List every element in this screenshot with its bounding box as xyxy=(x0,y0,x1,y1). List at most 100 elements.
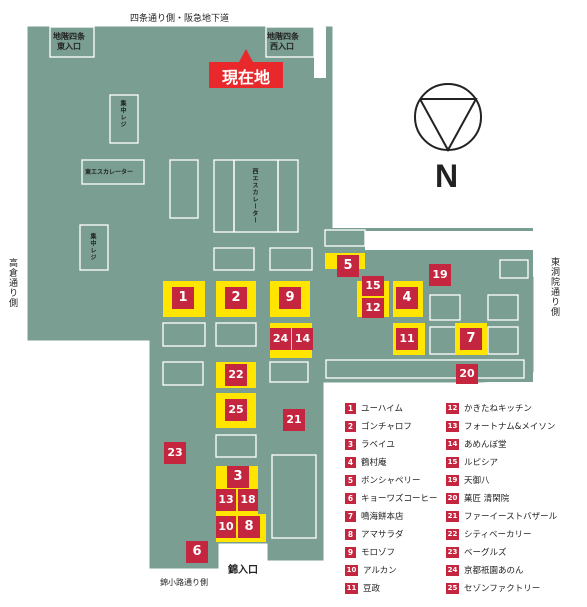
legend-name: シティベーカリー xyxy=(464,530,532,540)
legend-num: 13 xyxy=(446,420,459,432)
marker-9[interactable]: 9 xyxy=(279,287,301,309)
marker-8[interactable]: 8 xyxy=(238,516,260,538)
marker-num: 1 xyxy=(178,290,188,305)
marker-num: 23 xyxy=(167,446,183,459)
legend-item-1[interactable]: 1 ユーハイム xyxy=(345,401,403,415)
legend-num: 6 xyxy=(345,492,356,504)
legend-name: モロゾフ xyxy=(361,548,396,558)
marker-num: 5 xyxy=(343,258,353,273)
legend-num: 25 xyxy=(446,582,459,594)
legend-num: 12 xyxy=(446,402,459,414)
legend-name: フォートナム&メイソン xyxy=(464,422,556,432)
marker-4[interactable]: 4 xyxy=(396,287,418,309)
legend-num: 15 xyxy=(446,456,459,468)
marker-19[interactable]: 19 xyxy=(429,264,451,286)
legend-name: ユーハイム xyxy=(361,404,403,414)
marker-num: 8 xyxy=(244,519,254,534)
marker-22[interactable]: 22 xyxy=(225,364,247,386)
legend-item-6[interactable]: 6 キョーワズコーヒー xyxy=(345,491,438,505)
marker-num: 15 xyxy=(365,279,381,292)
marker-21[interactable]: 21 xyxy=(283,409,305,431)
marker-13[interactable]: 13 xyxy=(216,489,236,511)
marker-6[interactable]: 6 xyxy=(186,541,208,563)
legend-item-3[interactable]: 3 ラベイユ xyxy=(345,437,395,451)
marker-num: 11 xyxy=(399,332,415,345)
current-location-pointer xyxy=(239,49,253,62)
east-entrance-line1: 地階四条 xyxy=(53,32,85,41)
legend-name: かきたねキッチン xyxy=(464,404,533,414)
marker-2[interactable]: 2 xyxy=(225,287,247,309)
legend-name: ラベイユ xyxy=(361,440,395,450)
right-street-label: 東洞院通り側 xyxy=(549,257,559,317)
legend-num: 3 xyxy=(345,438,356,450)
legend-item-14[interactable]: 14 あめんぼ堂 xyxy=(446,437,507,451)
legend-item-9[interactable]: 9 モロゾフ xyxy=(345,545,395,559)
marker-3[interactable]: 3 xyxy=(227,466,249,488)
marker-24[interactable]: 24 xyxy=(270,328,291,350)
legend-num: 22 xyxy=(446,528,459,540)
legend-name: あめんぼ堂 xyxy=(464,440,507,450)
west-entrance-line2: 西入口 xyxy=(270,42,294,51)
north-label: N xyxy=(435,158,459,194)
legend-item-12[interactable]: 12 かきたねキッチン xyxy=(446,401,532,415)
marker-num: 12 xyxy=(365,301,381,314)
marker-23[interactable]: 23 xyxy=(164,442,186,464)
marker-20[interactable]: 20 xyxy=(456,364,478,384)
marker-12[interactable]: 12 xyxy=(362,298,384,318)
marker-num: 19 xyxy=(432,268,448,281)
marker-10[interactable]: 10 xyxy=(216,516,236,538)
legend-num: 2 xyxy=(345,420,356,432)
legend-num: 23 xyxy=(446,546,459,558)
marker-num: 6 xyxy=(192,544,202,559)
compass xyxy=(414,83,482,153)
marker-1[interactable]: 1 xyxy=(172,287,194,309)
legend-name: 豆政 xyxy=(363,584,381,594)
marker-num: 3 xyxy=(233,469,243,484)
legend-item-22[interactable]: 22 シティベーカリー xyxy=(446,527,532,541)
marker-num: 20 xyxy=(459,367,475,380)
register-label-2: 集中レジ xyxy=(89,233,96,261)
marker-7[interactable]: 7 xyxy=(460,328,482,350)
legend-item-10[interactable]: 10 アルカン xyxy=(345,563,397,577)
east-escalator-label: 東エスカレーター xyxy=(85,169,134,176)
current-location-marker xyxy=(209,62,283,88)
marker-18-map[interactable]: 18 xyxy=(238,489,258,511)
legend-num: 10 xyxy=(345,564,358,576)
marker-num: 10 xyxy=(218,520,234,533)
legend-name: 鶴村庵 xyxy=(361,458,387,468)
marker-15[interactable]: 15 xyxy=(362,276,384,296)
legend-num: 14 xyxy=(446,438,459,450)
legend-name: 鳴海餅本店 xyxy=(361,512,404,522)
legend-num: 20 xyxy=(446,492,459,504)
marker-11[interactable]: 11 xyxy=(396,328,418,350)
marker-25[interactable]: 25 xyxy=(225,399,247,421)
current-location-label: 現在地 xyxy=(221,68,270,87)
legend-name: キョーワズコーヒー xyxy=(361,494,438,504)
legend-item-13[interactable]: 13 フォートナム&メイソン xyxy=(446,419,555,433)
left-street-label: 高倉通り側 xyxy=(7,258,17,308)
marker-14[interactable]: 14 xyxy=(292,328,313,350)
legend-name: アルカン xyxy=(363,566,397,576)
marker-num: 13 xyxy=(218,493,234,506)
marker-5[interactable]: 5 xyxy=(337,255,359,277)
legend-num: 5 xyxy=(345,474,356,486)
top-street-label: 四条通り側・阪急地下道 xyxy=(130,14,230,24)
legend-num: 21 xyxy=(446,510,459,522)
legend-num: 1 xyxy=(345,402,356,414)
nishiki-entrance-label: 錦入口 xyxy=(228,565,258,576)
legend-num: 9 xyxy=(345,546,356,558)
legend-name: アマサラダ xyxy=(361,530,404,540)
